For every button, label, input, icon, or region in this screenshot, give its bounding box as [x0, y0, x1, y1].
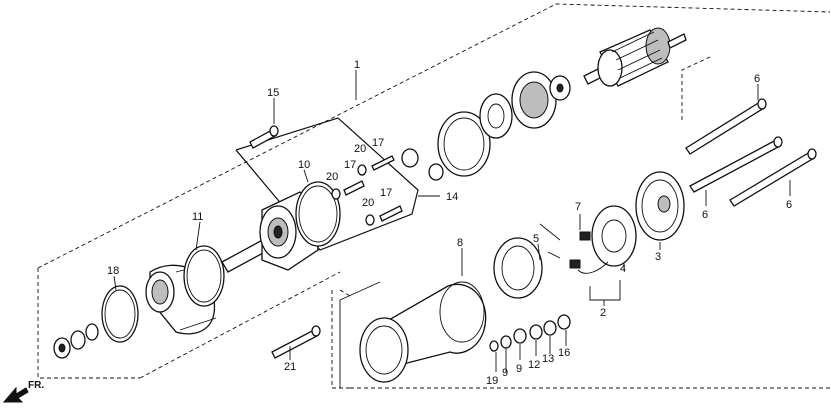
callout-4: 4 — [620, 263, 626, 275]
rear-cover — [635, 171, 685, 241]
callout-5: 5 — [533, 233, 539, 245]
callout-19: 19 — [486, 375, 498, 387]
callout-15: 15 — [267, 87, 279, 99]
callout-17b: 17 — [344, 159, 356, 171]
callout-20a: 20 — [354, 143, 366, 155]
callout-6b: 6 — [702, 209, 708, 221]
front-arrow-icon — [2, 386, 29, 403]
callout-9a: 9 — [502, 367, 508, 379]
callout-3: 3 — [655, 251, 661, 263]
armature — [583, 27, 687, 87]
callout-9b: 9 — [516, 363, 522, 375]
callout-10: 10 — [298, 159, 310, 171]
callout-20c: 20 — [362, 197, 374, 209]
callout-18: 18 — [107, 265, 119, 277]
sleeve-group-box — [339, 281, 381, 388]
callout-20b: 20 — [326, 171, 338, 183]
callout-7: 7 — [575, 201, 581, 213]
callout-14: 14 — [446, 191, 458, 203]
through-bolts — [685, 98, 817, 207]
callout-12: 12 — [528, 359, 540, 371]
callout-21: 21 — [284, 361, 296, 373]
callout-17c: 17 — [380, 187, 392, 199]
callout-8: 8 — [457, 237, 463, 249]
callout-16: 16 — [558, 347, 570, 359]
callout-17a: 17 — [372, 137, 384, 149]
field-ring-and-washers — [437, 71, 571, 177]
assembly-border — [37, 3, 831, 389]
callout-6c: 6 — [786, 199, 792, 211]
bolt-21 — [271, 325, 321, 359]
callout-1: 1 — [354, 59, 360, 71]
callout-2: 2 — [600, 307, 606, 319]
fasteners-17-20 — [331, 148, 444, 226]
callout-labels: 1 15 10 20 17 20 17 20 17 14 11 18 21 8 … — [107, 59, 792, 387]
small-washers — [489, 314, 571, 352]
center-housing — [221, 181, 341, 273]
callout-6a: 6 — [754, 73, 760, 85]
front-direction-indicator: FR. — [2, 380, 44, 403]
callout-13: 13 — [542, 353, 554, 365]
brush-holder — [493, 205, 637, 299]
leader-lines — [113, 70, 791, 372]
callout-11: 11 — [192, 211, 203, 223]
front-label: FR. — [28, 380, 44, 391]
yoke-housing — [359, 281, 487, 383]
bolt-15 — [249, 125, 279, 149]
pinion-drive-end — [53, 245, 225, 359]
